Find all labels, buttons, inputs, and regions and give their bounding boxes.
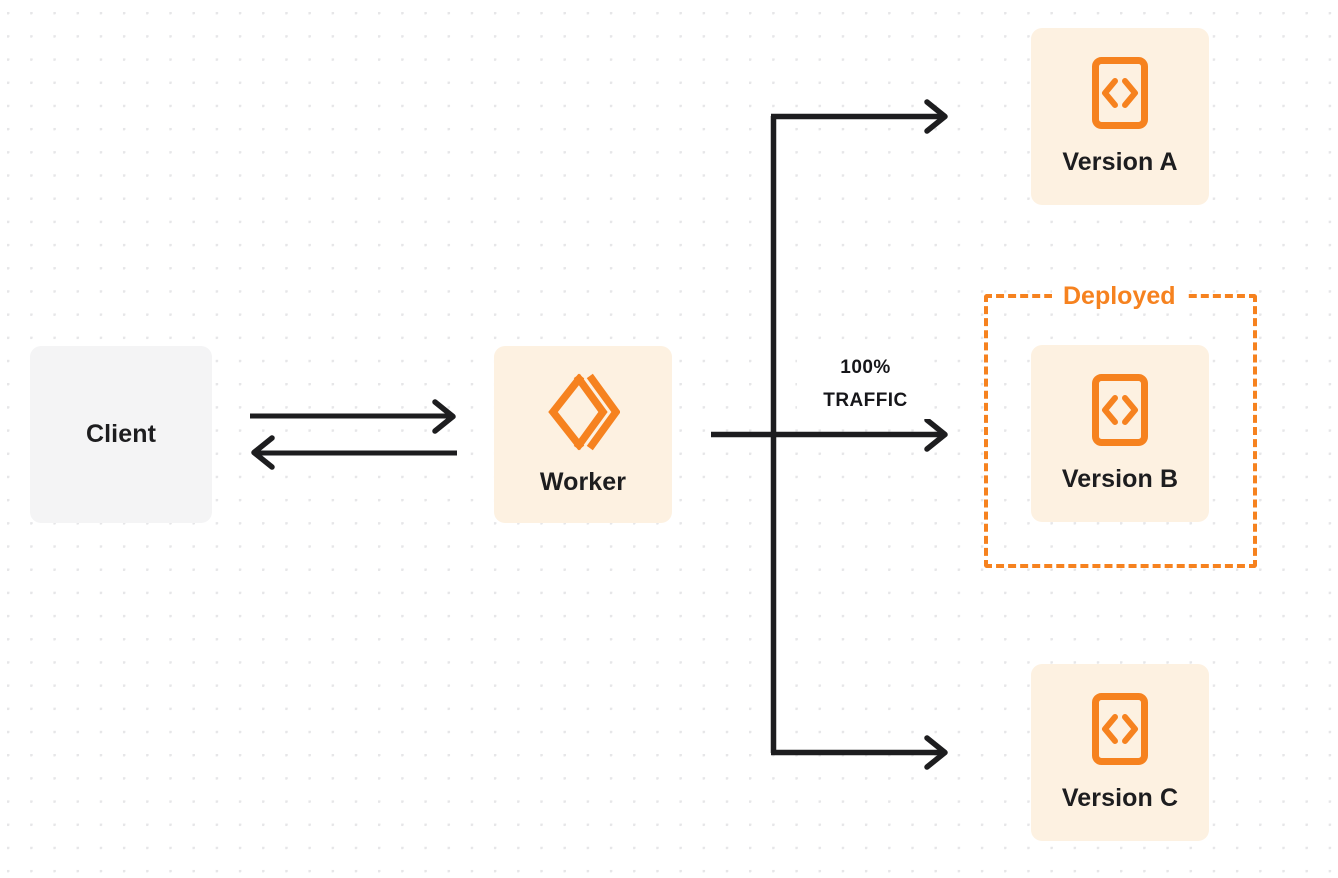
node-version-a-label: Version A: [1062, 148, 1178, 176]
traffic-unit: TRAFFIC: [823, 390, 908, 411]
workers-logo-icon: [546, 372, 620, 452]
connector-client-to-worker: [250, 399, 456, 434]
connector-worker-to-version-a: [771, 99, 948, 134]
traffic-label: 100% TRAFFIC: [797, 349, 934, 419]
traffic-percent: 100%: [840, 357, 891, 378]
node-client-label: Client: [85, 420, 157, 448]
node-version-c-label: Version C: [1061, 784, 1179, 812]
connector-worker-to-client: [251, 435, 457, 470]
connector-worker-to-version-b: [711, 417, 948, 452]
node-version-b-label: Version B: [1061, 465, 1179, 493]
node-version-c[interactable]: Version C: [1031, 664, 1209, 841]
node-version-a[interactable]: Version A: [1031, 28, 1209, 205]
code-file-icon: [1091, 56, 1149, 130]
code-file-icon: [1091, 692, 1149, 766]
code-file-icon: [1091, 373, 1149, 447]
node-client[interactable]: Client: [30, 346, 212, 523]
deployed-group-label: Deployed: [1052, 284, 1187, 309]
node-worker[interactable]: Worker: [494, 346, 672, 523]
node-worker-label: Worker: [539, 468, 627, 496]
connector-worker-to-version-c: [771, 735, 948, 770]
node-version-b[interactable]: Version B: [1031, 345, 1209, 522]
